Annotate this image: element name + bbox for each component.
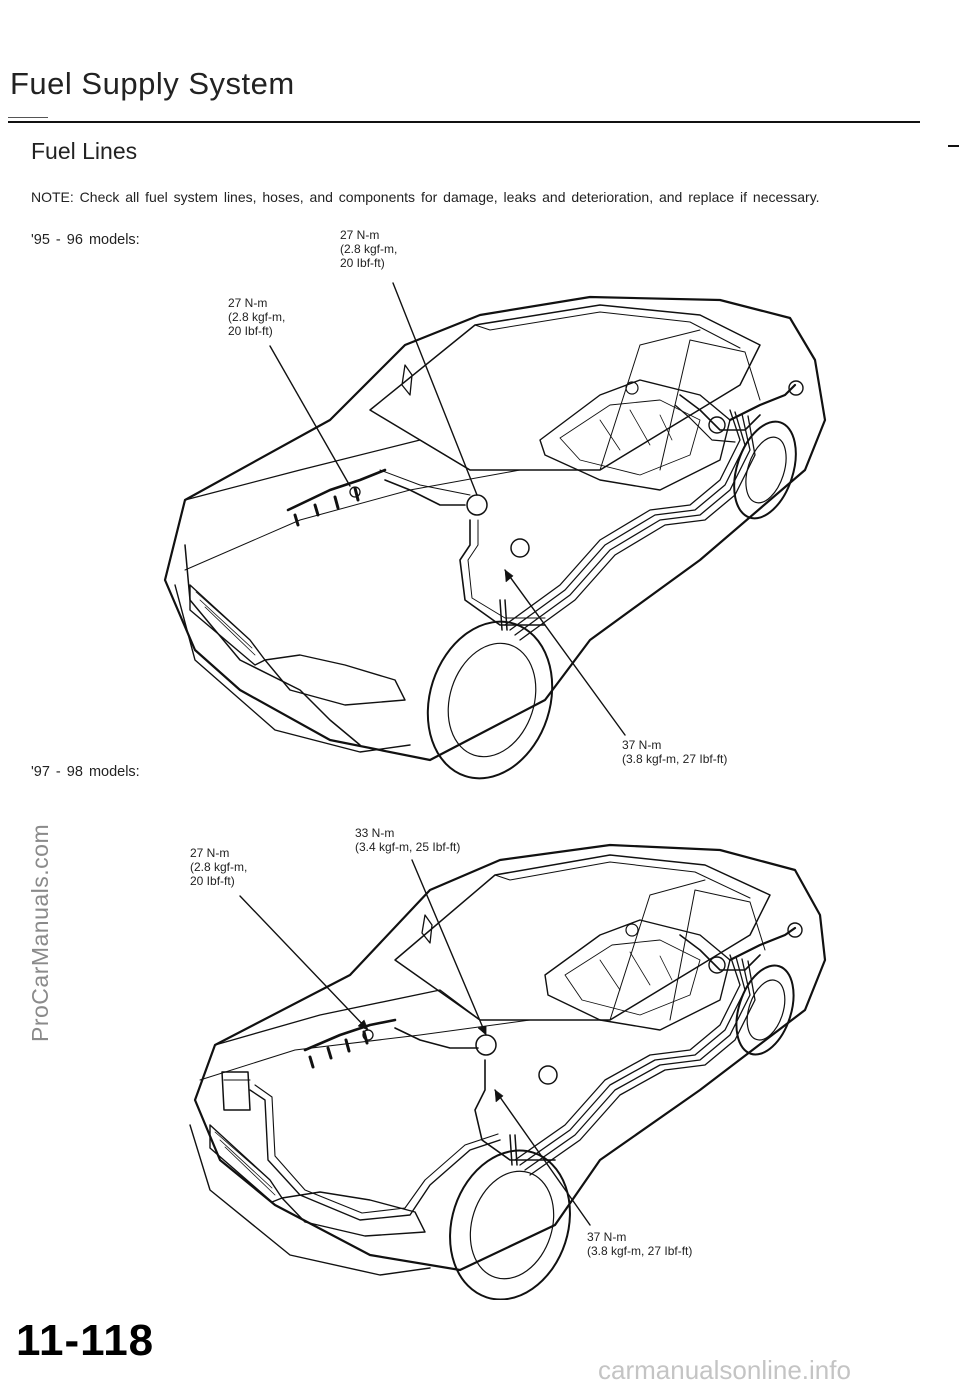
model-label-97-98: '97 - 98 models:	[31, 764, 140, 780]
corner-mark	[948, 145, 959, 147]
title-divider	[8, 121, 920, 123]
model-label-95-96: '95 - 96 models:	[31, 232, 140, 248]
page-title: Fuel Supply System	[10, 66, 295, 101]
note-text: NOTE: Check all fuel system lines, hoses…	[31, 189, 820, 205]
torque-callout-fuel-rail-left: 27 N-m (2.8 kgf-m, 20 Ibf-ft)	[228, 296, 286, 338]
footer-watermark: carmanualsonline.info	[598, 1355, 851, 1385]
torque-callout-fuel-filter: 37 N-m (3.8 kgf-m, 27 Ibf-ft)	[622, 738, 728, 766]
car-fuel-line-illustration-95-96	[163, 282, 827, 780]
torque-callout-fuel-filter: 37 N-m (3.8 kgf-m, 27 Ibf-ft)	[587, 1230, 693, 1258]
title-rule-accent	[8, 117, 48, 118]
section-title: Fuel Lines	[31, 138, 138, 164]
torque-callout-fuel-rail-top: 33 N-m (3.4 kgf-m, 25 Ibf-ft)	[355, 826, 461, 854]
torque-callout-fuel-rail-left: 27 N-m (2.8 kgf-m, 20 Ibf-ft)	[190, 846, 248, 888]
torque-callout-fuel-rail-top: 27 N-m (2.8 kgf-m, 20 Ibf-ft)	[340, 228, 398, 270]
watermark-procarmanuals: ProCarManuals.com	[27, 823, 53, 1042]
car-fuel-line-illustration-97-98	[189, 843, 827, 1300]
page-number: 11-118	[16, 1316, 155, 1365]
